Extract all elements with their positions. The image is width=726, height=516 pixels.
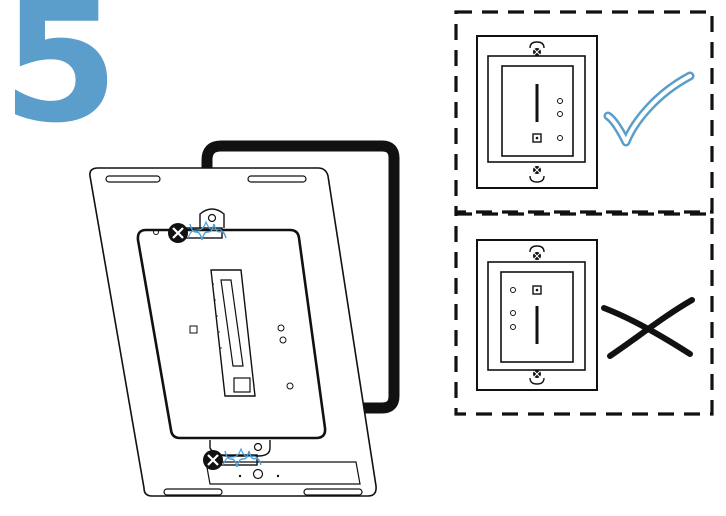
mounting-plate	[136, 228, 327, 440]
plate-small-holes	[153, 229, 294, 390]
step-number: 5	[2, 0, 119, 160]
top-mount-tab	[199, 208, 225, 228]
wall-bracket-frame	[201, 140, 400, 414]
correct-orientation-panel	[454, 10, 714, 214]
cross-mark-icon	[601, 297, 695, 359]
wall-box-correct	[476, 35, 598, 189]
plate-center-slot	[210, 269, 256, 397]
wall-box-incorrect	[476, 239, 598, 391]
screw-icon	[203, 447, 262, 470]
check-mark-icon	[603, 71, 695, 147]
screw-icon	[168, 220, 227, 243]
incorrect-orientation-panel	[454, 212, 714, 416]
